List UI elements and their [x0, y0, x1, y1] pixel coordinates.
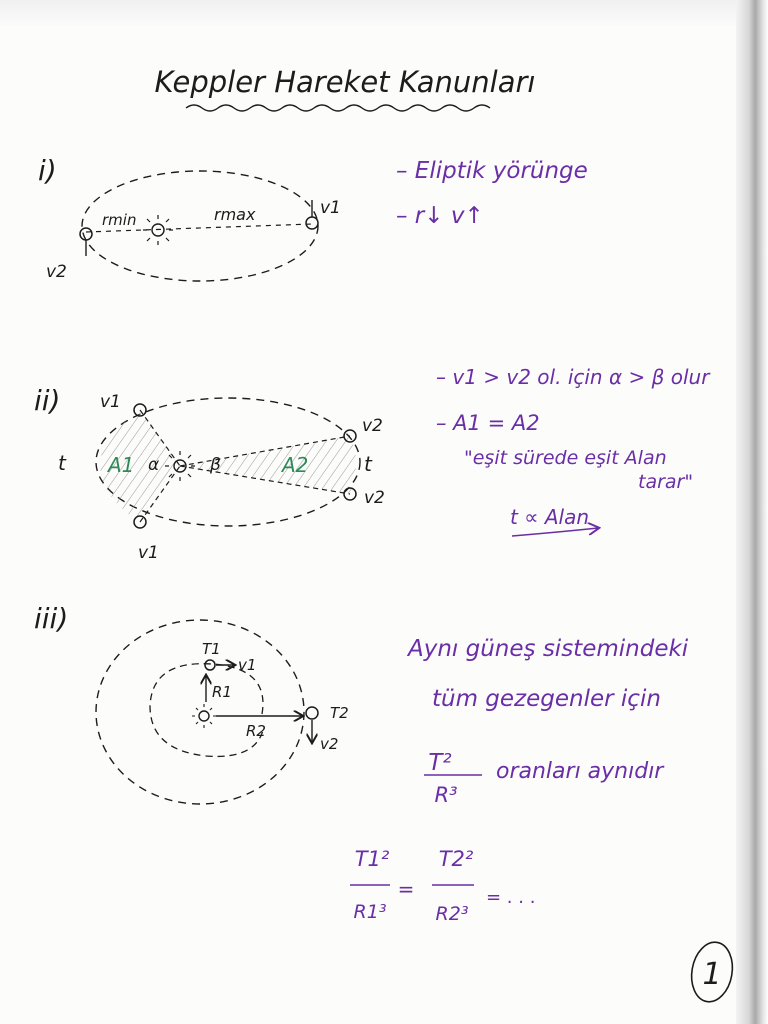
note-elliptic-orbit: – Eliptik yörünge — [396, 158, 588, 184]
note-ratios-equal: oranları aynıdır — [496, 759, 665, 784]
v2-label-1: v2 — [46, 262, 67, 282]
t2-label: T2 — [330, 704, 349, 722]
note-r-v-relation: – r↓ v↑ — [396, 203, 484, 229]
v1-top-label: v1 — [100, 392, 121, 412]
note-same-solar-system: Aynı güneş sistemindeki — [406, 636, 689, 662]
area-a1-label: A1 — [106, 453, 134, 477]
section-1-numeral: i) — [38, 154, 57, 187]
title-underline — [185, 104, 491, 112]
planet-icon — [204, 659, 319, 720]
radius-to-v1-bottom — [139, 465, 181, 523]
beta-label: β — [209, 455, 221, 475]
eq-numerator-1: T1² — [355, 847, 390, 871]
eq-denominator-1: R1³ — [354, 901, 387, 923]
major-axis-1 — [85, 223, 313, 233]
section-2-numeral: ii) — [34, 384, 60, 417]
time-right-label: t — [364, 452, 373, 476]
radius-to-v2-top — [179, 435, 351, 467]
scan-right-edge — [736, 0, 768, 1024]
note-underline-arrow — [511, 528, 598, 537]
v1-label-3: v1 — [238, 656, 256, 674]
sun-icon — [192, 704, 216, 728]
page-title: Keppler Hareket Kanunları — [155, 65, 536, 99]
radius-to-v1-top — [139, 409, 181, 467]
note-time-area-proportional: t ∝ Alan — [510, 505, 589, 529]
planet-aphelion-icon — [305, 200, 319, 230]
r1-label: R1 — [212, 683, 232, 701]
sun-icon — [143, 215, 173, 245]
v1-bottom-label: v1 — [138, 543, 159, 563]
note-sweeps: tarar" — [638, 471, 693, 493]
radius-to-v2-bottom — [179, 465, 351, 495]
planet-icon — [133, 403, 357, 529]
page-number-circle — [690, 941, 734, 1003]
note-velocity-angle: – v1 > v2 ol. için α > β olur — [436, 365, 711, 389]
sun-icon — [165, 451, 195, 481]
page-number: 1 — [702, 957, 721, 992]
inner-orbit — [149, 663, 265, 758]
t1-label: T1 — [202, 640, 221, 658]
note-equal-time-area: "eşit sürede eşit Alan — [464, 447, 667, 469]
v2-top-label: v2 — [362, 416, 383, 436]
rmin-label: rmin — [102, 211, 136, 229]
eq-numerator-2: T2² — [439, 847, 474, 871]
v2-bottom-label: v2 — [364, 488, 385, 508]
eq-denominator-2: R2³ — [436, 903, 469, 925]
ratio-numerator: T² — [428, 750, 451, 776]
area-a1-region — [99, 410, 180, 522]
r2-label: R2 — [246, 722, 266, 740]
rmax-label: rmax — [214, 205, 256, 224]
scan-top-edge — [0, 0, 768, 26]
planet-perihelion-icon — [79, 227, 93, 256]
time-left-label: t — [58, 451, 67, 475]
v2-label-3: v2 — [320, 735, 338, 753]
eq-tail: = . . . — [486, 887, 535, 908]
area-a2-label: A2 — [280, 453, 308, 477]
alpha-label: α — [148, 455, 159, 475]
area-a2-region — [180, 436, 356, 494]
note-equal-areas: – A1 = A2 — [436, 411, 540, 435]
v1-label-1: v1 — [320, 198, 341, 218]
note-all-planets: tüm gezegenler için — [432, 686, 661, 712]
section-3-numeral: iii) — [34, 602, 68, 635]
orbit-ellipse-2 — [95, 397, 361, 527]
eq-equals-1: = — [398, 877, 415, 901]
ratio-denominator: R³ — [434, 783, 457, 807]
